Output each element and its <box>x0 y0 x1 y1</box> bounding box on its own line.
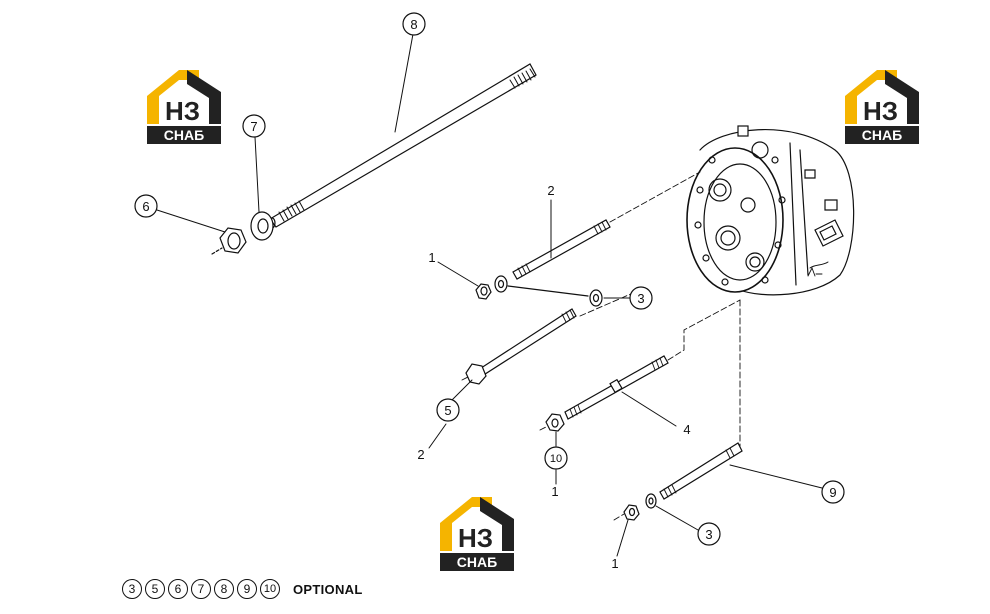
svg-text:СНАБ: СНАБ <box>862 127 902 143</box>
callout-6: 6 <box>142 199 149 214</box>
brand-logo-top-left: НЗ СНАБ <box>143 66 225 146</box>
washer-part-7 <box>250 211 274 241</box>
nut-part-1-lower <box>623 504 640 521</box>
callout-10: 10 <box>550 453 562 465</box>
svg-text:НЗ: НЗ <box>458 523 493 553</box>
legend-item-3: 3 <box>122 579 142 599</box>
svg-text:СНАБ: СНАБ <box>164 127 204 143</box>
washer-part-3-lower <box>645 493 657 509</box>
callout-8: 8 <box>410 17 417 32</box>
callout-3-lower: 3 <box>705 527 712 542</box>
legend-item-9: 9 <box>237 579 257 599</box>
stud-part-2 <box>512 219 611 280</box>
brand-logo-bottom: НЗ СНАБ <box>436 493 518 573</box>
callout-7: 7 <box>250 119 257 134</box>
nut-part-6 <box>211 227 247 255</box>
washer-part-3-upper-right <box>589 289 603 307</box>
callout-3-upper: 3 <box>637 291 644 306</box>
callout-1-lower: 1 <box>611 556 618 571</box>
callout-1-middle: 1 <box>551 484 558 499</box>
legend-item-6: 6 <box>168 579 188 599</box>
legend-label: OPTIONAL <box>293 581 363 597</box>
housing <box>686 125 855 296</box>
svg-text:НЗ: НЗ <box>165 96 200 126</box>
callout-1-upper: 1 <box>428 250 435 265</box>
nut-part-10 <box>545 413 565 432</box>
bolt-part-5 <box>465 308 577 385</box>
legend-item-7: 7 <box>191 579 211 599</box>
callout-5: 5 <box>444 403 451 418</box>
callout-2-upper: 2 <box>547 183 554 198</box>
legend-item-5: 5 <box>145 579 165 599</box>
nut-part-1-upper <box>475 283 492 300</box>
stud-part-9 <box>659 442 743 500</box>
callout-9: 9 <box>829 485 836 500</box>
legend-item-8: 8 <box>214 579 234 599</box>
legend-item-10: 10 <box>260 579 280 599</box>
svg-text:НЗ: НЗ <box>863 96 898 126</box>
stud-part-4 <box>564 355 669 420</box>
callout-2-lower: 2 <box>417 447 424 462</box>
brand-logo-top-right: НЗ СНАБ <box>841 66 923 146</box>
optional-parts-legend: 3 5 6 7 8 9 10 OPTIONAL <box>122 578 363 600</box>
tie-rod-part-8 <box>268 63 537 229</box>
svg-text:СНАБ: СНАБ <box>457 554 497 570</box>
washer-part-3-upper-left <box>494 275 508 293</box>
callout-4: 4 <box>683 422 690 437</box>
